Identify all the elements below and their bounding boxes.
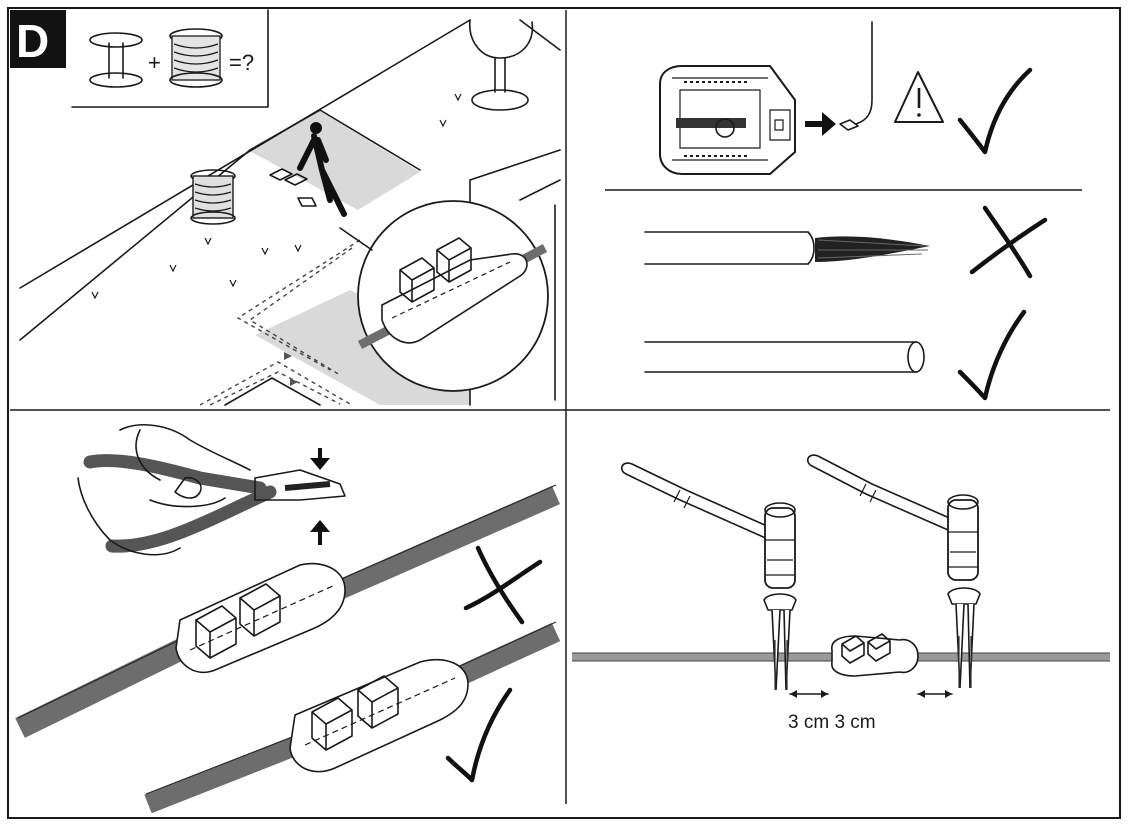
pliers-icon (83, 454, 346, 553)
check-mark-icon (445, 687, 513, 783)
equation-plus: + (148, 50, 161, 75)
panel-docking-and-cable-ends (644, 21, 1048, 401)
person-icon (297, 122, 347, 217)
check-mark-icon (957, 309, 1027, 401)
arrow-icon (310, 520, 330, 545)
peg-icon (763, 593, 797, 691)
connector-small (269, 168, 317, 207)
equation-result: =? (229, 50, 254, 75)
spool-full-icon (190, 169, 236, 225)
arrow-icon (805, 112, 836, 136)
docking-station (659, 65, 796, 175)
hand-icon (77, 424, 251, 556)
grass-marks (91, 93, 462, 300)
measurement-label: 3 cm 3 cm (788, 712, 876, 733)
boundary-wire-dotted (199, 239, 361, 406)
inset-box (70, 10, 268, 107)
warning-icon (894, 71, 944, 123)
connector-good (144, 621, 561, 814)
step-badge (10, 10, 66, 68)
cable-plug (839, 21, 873, 131)
zoom-circle (357, 200, 549, 392)
connector-icon (831, 633, 919, 677)
hammer-icon (620, 462, 796, 589)
hammer-icon (806, 454, 979, 581)
spool-empty-icon (89, 32, 143, 88)
cross-mark-icon (463, 545, 543, 625)
outer-frame (7, 7, 1121, 819)
panel-lawn-layout: D + =? (10, 9, 561, 406)
spool-full-inset-icon (169, 28, 223, 88)
check-mark-icon (957, 67, 1033, 155)
spacing-arrow-left (789, 690, 829, 698)
spacing-arrow-right (917, 690, 953, 698)
panel-crimp-connector (15, 424, 561, 814)
shaded-path-area (248, 110, 420, 210)
step-badge-letter: D (16, 15, 49, 67)
connector-bad (15, 484, 561, 738)
panel-peg-spacing: 3 cm 3 cm (572, 454, 1110, 733)
cable-frayed (644, 231, 930, 265)
peg-icon (947, 587, 981, 689)
cross-mark-icon (969, 205, 1048, 279)
tree-icon (469, 19, 534, 111)
arrow-icon (310, 448, 330, 470)
cable-clean (644, 341, 925, 373)
